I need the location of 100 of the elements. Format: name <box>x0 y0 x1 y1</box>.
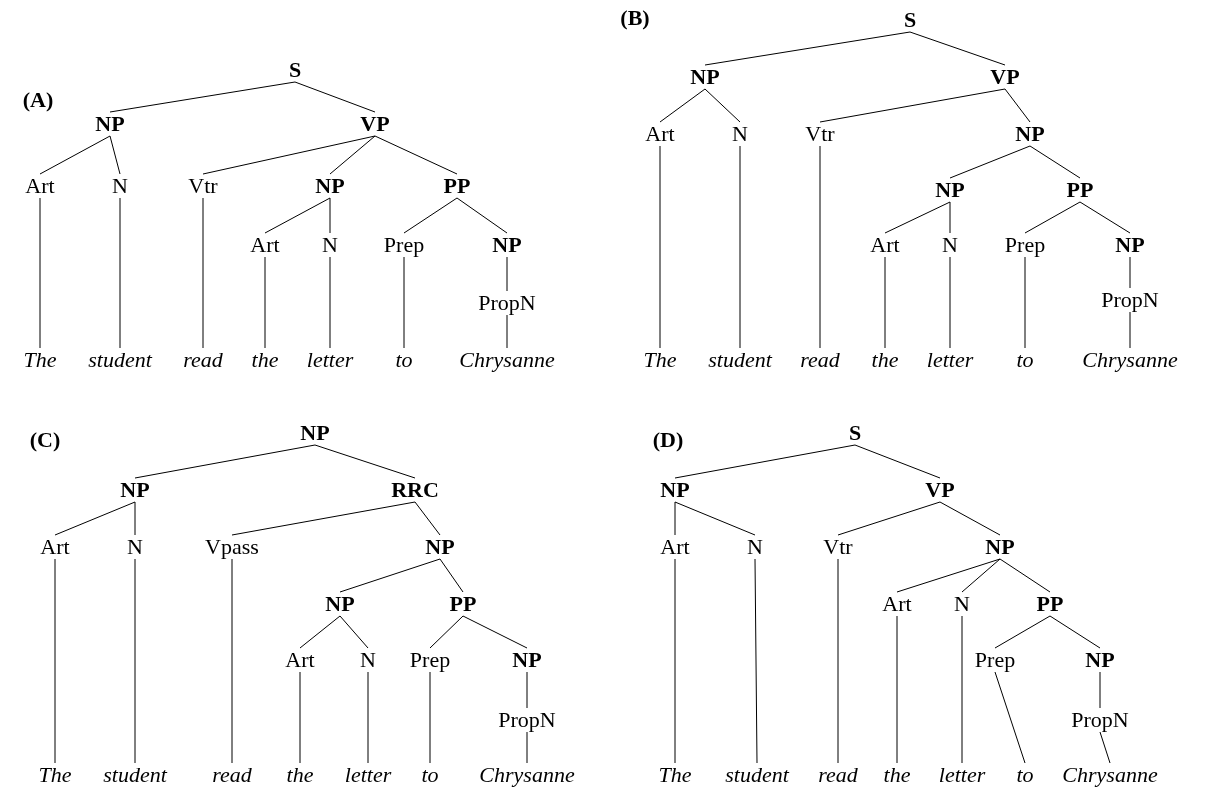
panel-label: (A) <box>22 88 54 112</box>
word-category-label: N <box>360 648 376 672</box>
sentence-word: student <box>103 763 167 787</box>
tree-branch <box>264 197 331 234</box>
sentence-word: letter <box>938 763 986 787</box>
word-category-label: Prep <box>974 648 1016 672</box>
word-category-label: N <box>942 233 958 257</box>
sentence-word: the <box>251 348 279 372</box>
phrase-category-label: VP <box>360 112 390 136</box>
tree-branch <box>884 256 886 349</box>
tree-branch <box>674 501 756 536</box>
tree-branch <box>403 197 458 234</box>
tree-branch <box>39 135 111 175</box>
tree-branch <box>674 501 676 536</box>
tree-branch <box>264 256 266 349</box>
sentence-word: Chrysanne <box>1062 763 1158 787</box>
sentence-word: to <box>1016 763 1034 787</box>
tree-branch <box>674 558 676 764</box>
tree-branch <box>1049 615 1101 649</box>
phrase-category-label: RRC <box>391 478 439 502</box>
tree-branch <box>329 135 376 175</box>
word-category-label: Art <box>645 122 675 146</box>
tree-branch <box>294 81 376 113</box>
tree-branch <box>119 197 121 349</box>
tree-branch <box>949 201 951 234</box>
tree-branch <box>329 256 331 349</box>
phrase-category-label: NP <box>492 233 522 257</box>
tree-branch <box>1099 671 1101 709</box>
tree-branch <box>896 615 898 764</box>
sentence-word: The <box>643 348 677 372</box>
phrase-category-label: NP <box>1015 122 1045 146</box>
sentence-word: Chrysanne <box>1082 348 1178 372</box>
sentence-word: read <box>800 348 840 372</box>
tree-branch <box>1129 311 1131 349</box>
phrase-category-label: NP <box>1085 648 1115 672</box>
phrase-category-label: NP <box>425 535 455 559</box>
word-category-label: Prep <box>1004 233 1046 257</box>
sentence-word: The <box>23 348 57 372</box>
sentence-word: student <box>725 763 789 787</box>
word-category-label: PropN <box>498 708 556 732</box>
tree-branch <box>896 558 1001 593</box>
sentence-word: Chrysanne <box>479 763 575 787</box>
tree-branch <box>339 615 369 649</box>
phrase-category-label: NP <box>512 648 542 672</box>
tree-branch <box>403 256 405 349</box>
word-category-label: N <box>322 233 338 257</box>
phrase-category-label: PP <box>443 174 471 198</box>
sentence-word: letter <box>926 348 974 372</box>
tree-branch <box>299 671 301 764</box>
panel-label: (C) <box>29 428 61 452</box>
sentence-word: to <box>1016 348 1034 372</box>
sentence-word: student <box>88 348 152 372</box>
word-category-label: N <box>747 535 763 559</box>
tree-branch <box>1004 88 1031 123</box>
phrase-category-label: PP <box>449 592 477 616</box>
word-category-label: Art <box>882 592 912 616</box>
tree-branch <box>506 256 508 292</box>
tree-branch <box>939 501 1001 536</box>
phrase-category-label: S <box>288 58 302 82</box>
phrase-category-label: NP <box>985 535 1015 559</box>
tree-branch <box>339 558 441 593</box>
tree-branch <box>854 444 941 479</box>
word-category-label: Art <box>25 174 55 198</box>
sentence-word: read <box>212 763 252 787</box>
tree-branch <box>949 145 1031 179</box>
tree-branch <box>109 135 121 175</box>
tree-branch <box>54 558 56 764</box>
word-category-label: Art <box>40 535 70 559</box>
word-category-label: Art <box>285 648 315 672</box>
tree-branch <box>994 671 1026 764</box>
sentence-word: the <box>883 763 911 787</box>
sentence-word: Chrysanne <box>459 348 555 372</box>
tree-branch <box>456 197 508 234</box>
sentence-word: read <box>818 763 858 787</box>
tree-branch <box>429 615 464 649</box>
tree-branch <box>109 81 296 113</box>
word-category-label: Prep <box>383 233 425 257</box>
tree-branch <box>837 558 839 764</box>
tree-branch <box>909 31 1006 66</box>
tree-branch <box>526 731 528 764</box>
sentence-word: The <box>658 763 692 787</box>
word-category-label: N <box>954 592 970 616</box>
word-category-label: Vtr <box>805 122 835 146</box>
word-category-label: N <box>112 174 128 198</box>
sentence-word: to <box>421 763 439 787</box>
word-category-label: PropN <box>1101 288 1159 312</box>
phrase-category-label: S <box>848 421 862 445</box>
panel-label: (D) <box>652 428 684 452</box>
tree-branch <box>506 314 508 349</box>
tree-branch <box>367 671 369 764</box>
word-category-label: Vtr <box>188 174 218 198</box>
phrase-category-label: NP <box>95 112 125 136</box>
tree-branch <box>994 615 1051 649</box>
phrase-category-label: NP <box>660 478 690 502</box>
tree-branch <box>429 671 431 764</box>
sentence-word: read <box>183 348 223 372</box>
tree-branch <box>659 88 706 123</box>
word-category-label: Art <box>870 233 900 257</box>
tree-branch <box>134 501 136 536</box>
word-category-label: PropN <box>1071 708 1129 732</box>
